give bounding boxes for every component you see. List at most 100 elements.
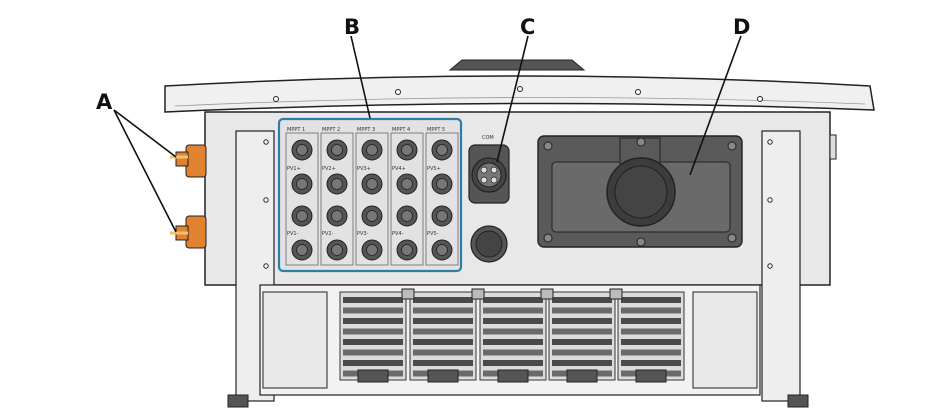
callout-c: C <box>520 15 536 39</box>
vent-slat <box>621 307 681 314</box>
dc-connector-core <box>401 244 413 256</box>
vent-slat <box>552 349 612 356</box>
mppt-label: MPPT 4 <box>392 127 410 133</box>
leader-lines <box>113 35 742 233</box>
pv-plus-label: PV5+ <box>427 166 441 172</box>
vent-slat <box>552 360 612 366</box>
vent-tab <box>357 369 389 383</box>
vent-slat <box>413 318 473 324</box>
callout-d: D <box>733 15 751 39</box>
vent-slat <box>413 349 473 356</box>
vent-frame <box>617 291 685 381</box>
dc-connector-core <box>296 144 308 156</box>
vent-slat <box>483 318 543 324</box>
lid <box>164 75 875 113</box>
cable-gland-bottom <box>470 225 508 263</box>
vent-slat <box>621 328 681 335</box>
vent-tab <box>427 369 459 383</box>
vent-slat <box>343 318 403 324</box>
dc-connector-core <box>296 244 308 256</box>
dc-connector-core <box>436 210 448 222</box>
dc-connector-core <box>366 244 378 256</box>
vent-slat <box>483 297 543 303</box>
vent-slat <box>413 360 473 366</box>
pv-plus-label: PV3+ <box>357 166 371 172</box>
cable-gland-lower <box>170 215 207 249</box>
vent-tab <box>566 369 598 383</box>
mppt-label: MPPT 1 <box>287 127 305 133</box>
pv-minus-label: PV1- <box>287 231 299 237</box>
vent-frame <box>409 291 477 381</box>
dc-panel-highlight <box>277 117 463 273</box>
vent-slat <box>483 328 543 335</box>
pv-plus-label: PV2+ <box>322 166 336 172</box>
vent-slat <box>413 297 473 303</box>
mppt-label: MPPT 3 <box>357 127 375 133</box>
vent-tab <box>635 369 667 383</box>
dc-connector-core <box>366 144 378 156</box>
vent-slat <box>483 360 543 366</box>
callout-a: A <box>96 90 113 114</box>
dc-connector-core <box>436 178 448 190</box>
vent-slat <box>343 339 403 345</box>
lid-screws <box>273 86 763 102</box>
vent-clip <box>609 288 623 300</box>
vent-slat <box>552 328 612 335</box>
dc-connector-core <box>296 178 308 190</box>
dc-connector-core <box>331 144 343 156</box>
vent-housing <box>259 284 761 396</box>
vent-slat <box>483 307 543 314</box>
pv-plus-label: PV1+ <box>287 166 301 172</box>
dc-connector-core <box>401 210 413 222</box>
com-label: COM <box>482 135 494 141</box>
com-port <box>468 144 510 204</box>
vent-slat <box>413 339 473 345</box>
pv-plus-label: PV4+ <box>392 166 406 172</box>
vent-slat <box>552 318 612 324</box>
top-handle <box>448 59 586 71</box>
mppt-label: MPPT 2 <box>322 127 340 133</box>
dc-connector-core <box>401 178 413 190</box>
dc-connector-core <box>331 178 343 190</box>
vent-slat <box>343 307 403 314</box>
vent-slat <box>621 318 681 324</box>
vent-frame <box>339 291 407 381</box>
vent-slat <box>552 307 612 314</box>
dc-connector-core <box>296 210 308 222</box>
vent-slat <box>552 297 612 303</box>
pv-minus-label: PV3- <box>357 231 369 237</box>
vent-frame <box>548 291 616 381</box>
vent-frame <box>479 291 547 381</box>
vent-slat <box>483 339 543 345</box>
vent-slat <box>621 297 681 303</box>
pv-minus-label: PV5- <box>427 231 439 237</box>
right-rail <box>761 130 809 408</box>
vent-slat <box>621 349 681 356</box>
vent-tab <box>497 369 529 383</box>
pv-minus-label: PV2- <box>322 231 334 237</box>
vent-slat <box>343 360 403 366</box>
dc-connector-core <box>436 244 448 256</box>
mppt-label: MPPT 5 <box>427 127 445 133</box>
dc-connector-core <box>436 144 448 156</box>
vent-clip <box>471 288 485 300</box>
dc-connector-core <box>366 210 378 222</box>
ac-cover-plate <box>537 135 743 248</box>
vent-slat <box>413 307 473 314</box>
cable-gland-upper <box>170 144 207 178</box>
dc-connector-core <box>366 178 378 190</box>
dc-connector-panel: MPPT 1 MPPT 2 MPPT 3 MPPT 4 MPPT 5 PV1+ … <box>285 127 459 266</box>
vent-clip <box>540 288 554 300</box>
dc-connector-core <box>331 244 343 256</box>
pv-minus-label: PV4- <box>392 231 404 237</box>
vent-slat <box>483 349 543 356</box>
dc-connector-core <box>401 144 413 156</box>
vent-slat <box>343 328 403 335</box>
vent-slat <box>343 349 403 356</box>
vent-slat <box>343 297 403 303</box>
vent-slat <box>621 360 681 366</box>
vent-clip <box>401 288 415 300</box>
vent-slat <box>621 339 681 345</box>
vent-slat <box>552 339 612 345</box>
